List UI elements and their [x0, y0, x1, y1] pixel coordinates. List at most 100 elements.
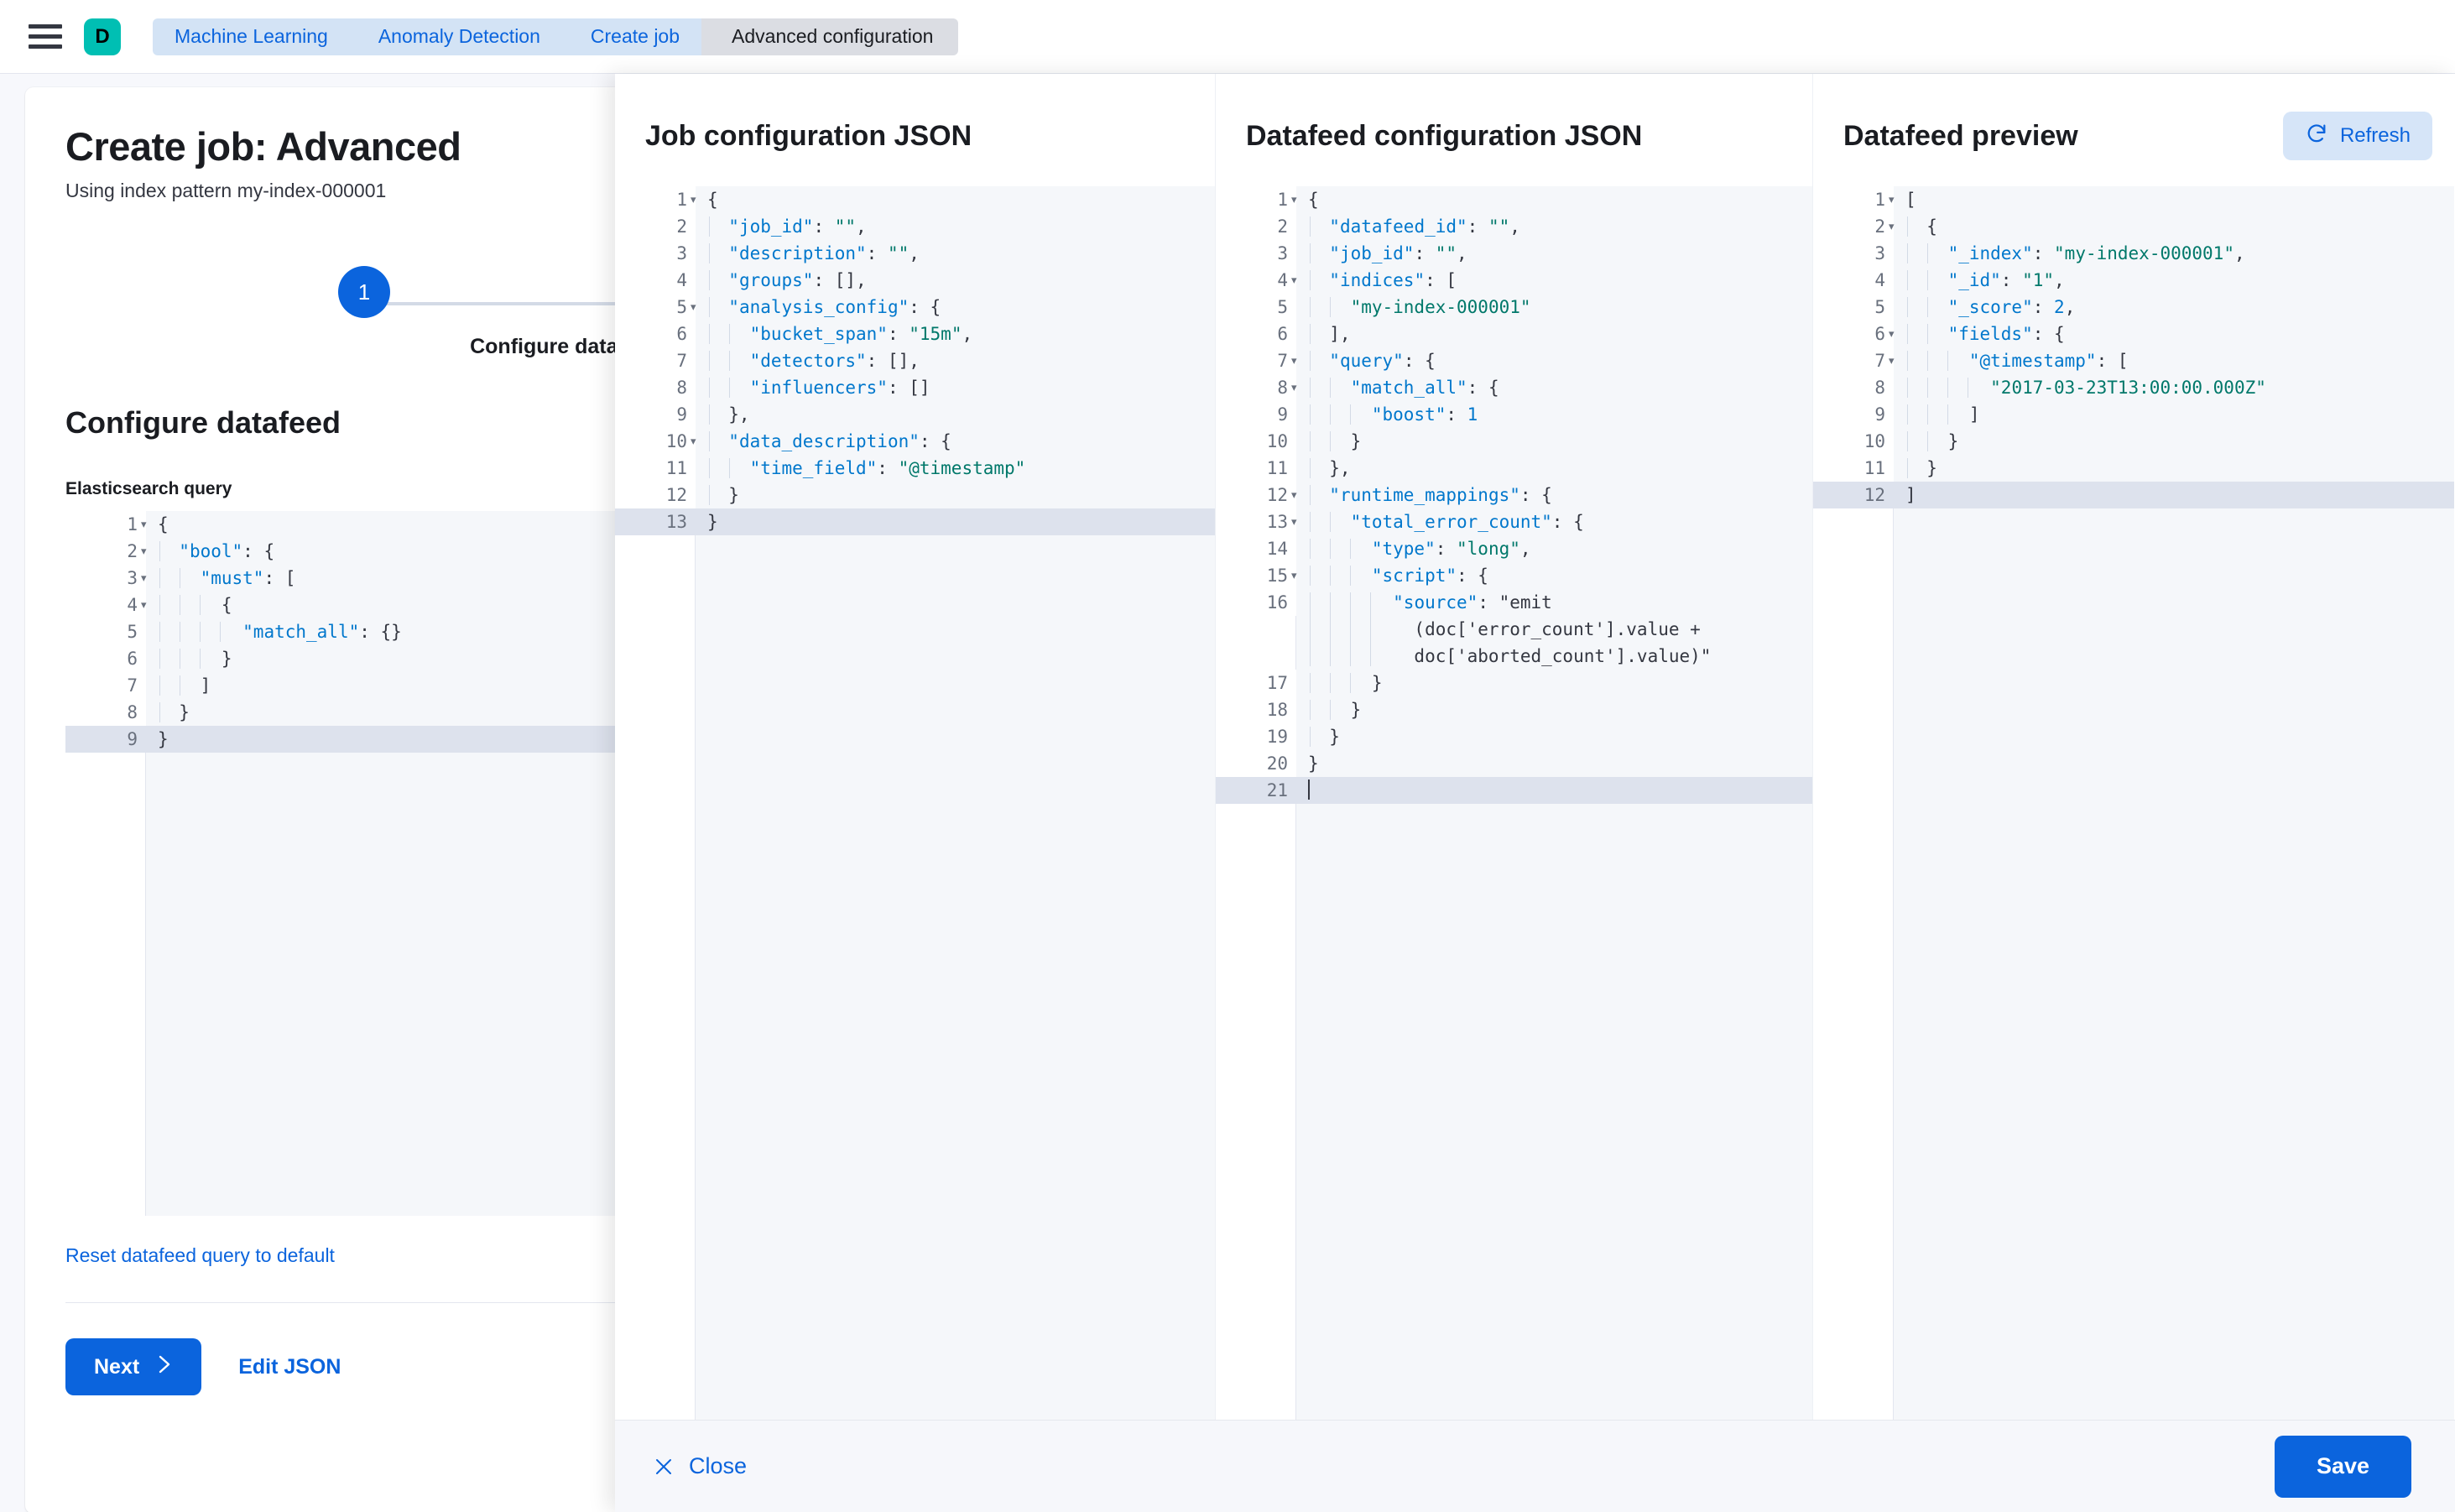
- editor-line[interactable]: 13▾ "total_error_count": {: [1216, 508, 1812, 535]
- editor-line[interactable]: 2▾ {: [1813, 213, 2454, 240]
- line-code: {: [158, 595, 232, 616]
- editor-line[interactable]: 8 }: [65, 699, 1086, 727]
- line-number: 8: [1813, 374, 1894, 401]
- fold-arrow-icon[interactable]: ▾: [1291, 515, 1297, 528]
- reset-datafeed-query-link[interactable]: Reset datafeed query to default: [65, 1244, 335, 1267]
- fold-arrow-icon[interactable]: ▾: [1291, 354, 1297, 367]
- editor-line[interactable]: 7▾ "query": {: [1216, 347, 1812, 374]
- fold-arrow-icon[interactable]: ▾: [1291, 274, 1297, 286]
- editor-lines[interactable]: 1▾{2 "job_id": "",3 "description": "",4 …: [615, 186, 1215, 535]
- datafeed-configuration-editor[interactable]: 1▾{2 "datafeed_id": "",3 "job_id": "",4▾…: [1216, 186, 1812, 1420]
- line-number: 2: [615, 213, 696, 240]
- editor-line[interactable]: 20}: [1216, 750, 1812, 777]
- line-code: "match_all": {: [1296, 374, 1812, 401]
- breadcrumb-item-advanced-configuration[interactable]: Advanced configuration: [701, 18, 959, 55]
- editor-line[interactable]: 7 "detectors": [],: [615, 347, 1215, 374]
- breadcrumb-item-anomaly-detection[interactable]: Anomaly Detection: [349, 18, 576, 55]
- editor-line[interactable]: 14 "type": "long",: [1216, 535, 1812, 562]
- close-button[interactable]: Close: [654, 1453, 747, 1479]
- fold-arrow-icon[interactable]: ▾: [141, 571, 147, 585]
- editor-line[interactable]: 5 "_score": 2,: [1813, 294, 2454, 321]
- editor-line[interactable]: 8 "2017-03-23T13:00:00.000Z": [1813, 374, 2454, 401]
- editor-line[interactable]: 19 }: [1216, 723, 1812, 750]
- editor-line[interactable]: 4 "_id": "1",: [1813, 267, 2454, 294]
- editor-lines[interactable]: 1▾[2▾ {3 "_index": "my-index-000001",4 "…: [1813, 186, 2454, 508]
- editor-line[interactable]: 4 "groups": [],: [615, 267, 1215, 294]
- step-1-circle[interactable]: 1: [338, 266, 390, 319]
- editor-line[interactable]: 11 }: [1813, 455, 2454, 482]
- breadcrumb-item-create-job[interactable]: Create job: [561, 18, 716, 55]
- fold-arrow-icon[interactable]: ▾: [691, 300, 696, 313]
- editor-line[interactable]: 16 "source": "emit (doc['error_count'].v…: [1216, 589, 1812, 670]
- fold-arrow-icon[interactable]: ▾: [141, 598, 147, 612]
- editor-line[interactable]: 7▾ "@timestamp": [: [1813, 347, 2454, 374]
- editor-line[interactable]: 3 "job_id": "",: [1216, 240, 1812, 267]
- datafeed-preview-editor[interactable]: 1▾[2▾ {3 "_index": "my-index-000001",4 "…: [1813, 186, 2454, 1420]
- fold-arrow-icon[interactable]: ▾: [691, 193, 696, 206]
- fold-arrow-icon[interactable]: ▾: [1889, 193, 1895, 206]
- fold-arrow-icon[interactable]: ▾: [141, 518, 147, 531]
- editor-lines[interactable]: 1▾{2 "datafeed_id": "",3 "job_id": "",4▾…: [1216, 186, 1812, 804]
- editor-line[interactable]: 17 }: [1216, 670, 1812, 696]
- editor-line[interactable]: 5▾ "analysis_config": {: [615, 294, 1215, 321]
- editor-line[interactable]: 9 ]: [1813, 401, 2454, 428]
- space-avatar[interactable]: D: [84, 18, 121, 55]
- breadcrumb-item-machine-learning[interactable]: Machine Learning: [153, 18, 363, 55]
- editor-line[interactable]: 1▾{: [65, 511, 1086, 539]
- editor-line[interactable]: 18 }: [1216, 696, 1812, 723]
- editor-line[interactable]: 2 "datafeed_id": "",: [1216, 213, 1812, 240]
- next-button[interactable]: Next: [65, 1338, 202, 1396]
- line-number: 8: [615, 374, 696, 401]
- editor-line[interactable]: 12▾ "runtime_mappings": {: [1216, 482, 1812, 508]
- save-button[interactable]: Save: [2274, 1435, 2411, 1498]
- editor-line[interactable]: 10▾ "data_description": {: [615, 428, 1215, 455]
- editor-line[interactable]: 3 "description": "",: [615, 240, 1215, 267]
- fold-arrow-icon[interactable]: ▾: [1889, 327, 1895, 340]
- editor-line[interactable]: 6▾ "fields": {: [1813, 321, 2454, 347]
- editor-line[interactable]: 11 "time_field": "@timestamp": [615, 455, 1215, 482]
- editor-line[interactable]: 4▾ "indices": [: [1216, 267, 1812, 294]
- fold-arrow-icon[interactable]: ▾: [1291, 488, 1297, 501]
- editor-line[interactable]: 5 "match_all": {}: [65, 618, 1086, 646]
- editor-line[interactable]: 8▾ "match_all": {: [1216, 374, 1812, 401]
- editor-line[interactable]: 10 }: [1216, 428, 1812, 455]
- line-code: "match_all": {}: [146, 618, 1086, 645]
- editor-line[interactable]: 7 ]: [65, 672, 1086, 700]
- edit-json-button[interactable]: Edit JSON: [238, 1354, 341, 1379]
- fold-arrow-icon[interactable]: ▾: [141, 545, 147, 558]
- editor-line[interactable]: 13}: [615, 508, 1215, 535]
- editor-line[interactable]: 10 }: [1813, 428, 2454, 455]
- line-number: 18: [1216, 696, 1296, 723]
- fold-arrow-icon[interactable]: ▾: [1889, 354, 1895, 367]
- editor-line[interactable]: 21: [1216, 777, 1812, 804]
- editor-line[interactable]: 5 "my-index-000001": [1216, 294, 1812, 321]
- fold-arrow-icon[interactable]: ▾: [691, 435, 696, 447]
- fold-arrow-icon[interactable]: ▾: [1291, 569, 1297, 581]
- editor-line[interactable]: 1▾{: [1216, 186, 1812, 213]
- editor-line[interactable]: 11 },: [1216, 455, 1812, 482]
- editor-line[interactable]: 8 "influencers": []: [615, 374, 1215, 401]
- editor-line[interactable]: 3▾ "must": [: [65, 565, 1086, 592]
- editor-line[interactable]: 6 }: [65, 645, 1086, 673]
- editor-line[interactable]: 9 },: [615, 401, 1215, 428]
- fold-arrow-icon[interactable]: ▾: [1291, 381, 1297, 394]
- job-configuration-editor[interactable]: 1▾{2 "job_id": "",3 "description": "",4 …: [615, 186, 1215, 1420]
- editor-line[interactable]: 2 "job_id": "",: [615, 213, 1215, 240]
- editor-line[interactable]: 15▾ "script": {: [1216, 562, 1812, 589]
- refresh-button[interactable]: Refresh: [2282, 112, 2432, 160]
- editor-line[interactable]: 1▾[: [1813, 186, 2454, 213]
- line-number: 5: [615, 294, 696, 321]
- editor-line[interactable]: 9 "boost": 1: [1216, 401, 1812, 428]
- editor-line[interactable]: 1▾{: [615, 186, 1215, 213]
- editor-line[interactable]: 6 ],: [1216, 321, 1812, 347]
- fold-arrow-icon[interactable]: ▾: [1889, 220, 1895, 232]
- advanced-configuration-flyout: Job configuration JSON 1▾{2 "job_id": ""…: [615, 74, 2455, 1512]
- editor-line[interactable]: 2▾ "bool": {: [65, 538, 1086, 566]
- editor-line[interactable]: 4▾ {: [65, 592, 1086, 619]
- editor-line[interactable]: 3 "_index": "my-index-000001",: [1813, 240, 2454, 267]
- fold-arrow-icon[interactable]: ▾: [1291, 193, 1297, 206]
- editor-line[interactable]: 6 "bucket_span": "15m",: [615, 321, 1215, 347]
- editor-line[interactable]: 12 }: [615, 482, 1215, 508]
- editor-line[interactable]: 12]: [1813, 482, 2454, 508]
- hamburger-icon[interactable]: [29, 23, 62, 51]
